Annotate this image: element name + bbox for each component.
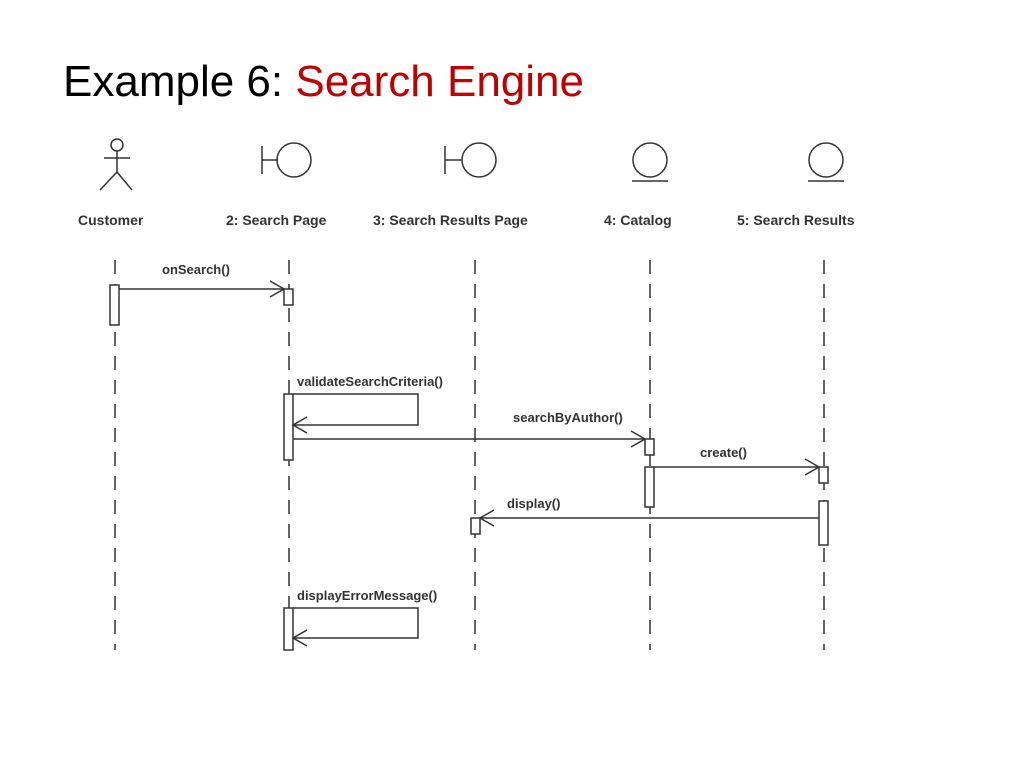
lifeline-label-search-page: 2: Search Page: [226, 212, 327, 228]
message-arrow: [654, 458, 821, 476]
message-arrow: [293, 430, 647, 448]
activation-search-page: [283, 393, 294, 461]
lifeline-label-search-results-page: 3: Search Results Page: [373, 212, 528, 228]
activation-search-page: [283, 288, 294, 306]
boundary-icon: [444, 142, 497, 178]
boundary-icon: [261, 142, 312, 178]
self-message-arrow: [291, 607, 419, 647]
entity-icon: [808, 142, 844, 182]
lifeline-label-catalog: 4: Catalog: [604, 212, 672, 228]
self-message-arrow: [291, 393, 419, 434]
slide-title-prefix: Example 6:: [63, 57, 296, 106]
lifeline-label-customer: Customer: [78, 212, 144, 228]
entity-icon: [632, 142, 668, 182]
slide-title: Example 6: Search Engine: [63, 54, 584, 110]
lifeline-label-search-results: 5: Search Results: [737, 212, 855, 228]
message-arrow: [478, 509, 819, 527]
activation-search-results: [818, 466, 829, 484]
actor-icon: [99, 138, 133, 191]
activation-customer: [109, 284, 120, 326]
activation-catalog: [644, 466, 655, 508]
message-label-search-by-author: searchByAuthor(): [513, 410, 623, 425]
activation-search-results: [818, 500, 829, 546]
message-label-display-error-message: displayErrorMessage(): [297, 588, 437, 603]
activation-search-results-page: [470, 517, 481, 535]
message-label-create: create(): [700, 445, 747, 460]
message-label-display: display(): [507, 496, 560, 511]
message-label-on-search: onSearch(): [162, 262, 230, 277]
slide-title-highlight: Search Engine: [295, 57, 584, 106]
activation-catalog: [644, 438, 655, 456]
message-arrow: [119, 280, 286, 298]
activation-search-page: [283, 607, 294, 651]
message-label-validate-search-criteria: validateSearchCriteria(): [297, 374, 443, 389]
